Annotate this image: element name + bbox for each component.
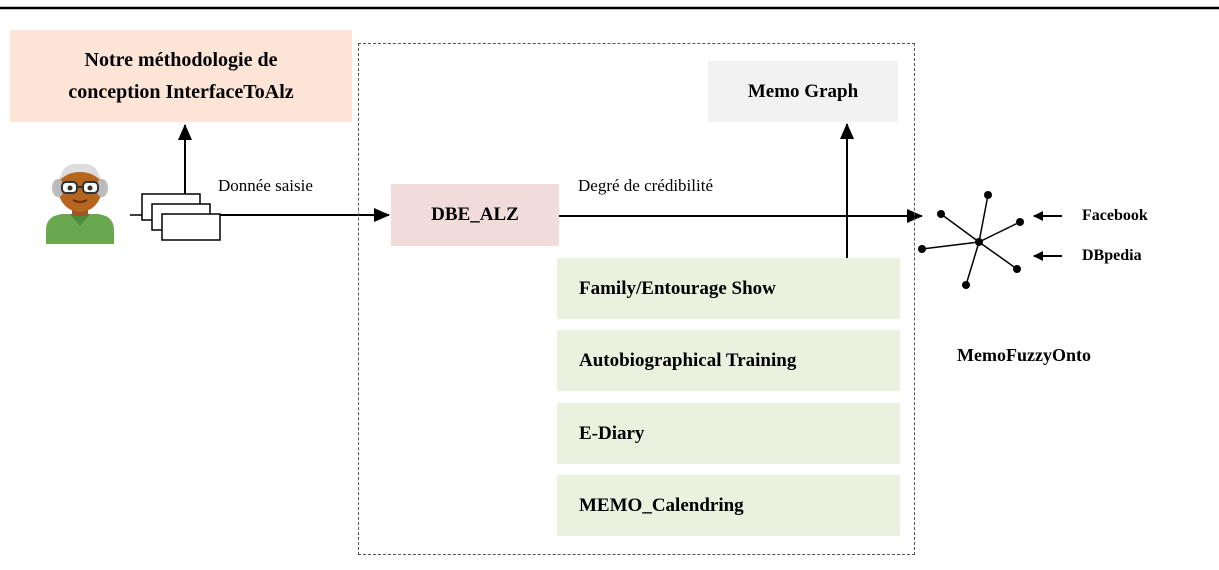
module-autobiographical-training: Autobiographical Training <box>557 330 900 391</box>
source-facebook: Facebook <box>1082 207 1148 224</box>
module-e-diary: E-Diary <box>557 403 900 464</box>
ontology-graph-icon <box>918 191 1024 289</box>
source-dbpedia: DBpedia <box>1082 247 1142 264</box>
memo-graph-box: Memo Graph <box>708 61 898 122</box>
module-label: Family/Entourage Show <box>579 277 776 299</box>
edge-label-input: Donnée saisie <box>218 176 313 195</box>
system-container <box>358 43 915 555</box>
module-label: E-Diary <box>579 422 645 444</box>
memo-graph-label: Memo Graph <box>747 80 859 102</box>
module-memo-calendring: MEMO_Calendring <box>557 475 900 536</box>
module-label: Autobiographical Training <box>579 349 797 371</box>
dbe-alz-box: DBE_ALZ <box>391 184 559 246</box>
methodology-line-2: conception InterfaceToAlz <box>68 81 294 103</box>
module-label: MEMO_Calendring <box>579 494 744 516</box>
methodology-line-1: Notre méthodologie de <box>84 49 278 71</box>
methodology-box: Notre méthodologie de conception Interfa… <box>10 30 352 122</box>
edge-label-credibility: Degré de crédibilité <box>578 176 713 195</box>
elderly-man-avatar-icon <box>46 163 114 244</box>
dbe-alz-label: DBE_ALZ <box>431 204 519 225</box>
stacked-forms-icon <box>141 193 221 241</box>
ontology-label: MemoFuzzyOnto <box>957 345 1091 365</box>
module-family-entourage: Family/Entourage Show <box>557 258 900 319</box>
